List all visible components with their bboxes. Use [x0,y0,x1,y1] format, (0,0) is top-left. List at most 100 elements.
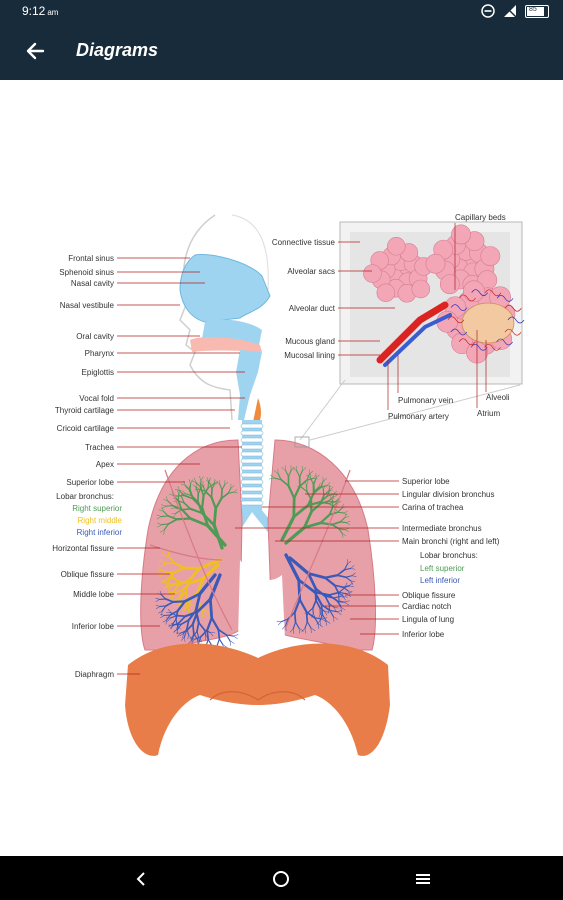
bronchus-branch [172,596,174,601]
bronchus-branch [200,511,216,527]
trachea-ring [240,493,264,499]
bronchus-branch [207,638,213,646]
status-clock-suffix: am [47,8,59,17]
capillary-line [496,295,514,302]
bronchus-branch [178,615,187,624]
right-lung-shape [140,439,243,651]
app-bar: Diagrams [0,24,563,80]
bronchus-branch [347,590,351,595]
bronchus-branch [192,635,194,641]
bronchus-branch [176,602,180,607]
nav-back-button[interactable] [128,866,154,892]
pharynx-shape [236,350,262,420]
bronchus-branch [206,616,213,632]
trachea-ring [240,486,264,492]
bronchus-branch [347,590,353,592]
alveolus-bubble [425,253,446,274]
capillary-line [504,328,522,336]
bronchus-branch [197,636,199,642]
bronchus-branch [162,619,167,623]
diagram-label: Superior lobe [402,477,450,486]
bronchus-branch [160,515,169,518]
bronchus-branch [292,467,297,472]
bronchus-branch [327,489,333,492]
bronchus-branch [344,516,349,519]
bronchus-branch [158,509,164,512]
bronchus-branch [167,578,170,585]
head-back-outline [231,214,269,291]
bronchus-branch [175,509,183,514]
bronchus-branch [176,625,178,631]
bronchus-branch [333,584,340,594]
trachea-ring [240,479,264,485]
bronchus-branch [327,496,334,502]
bronchus-branch [177,625,181,630]
bronchus-branch [284,525,307,545]
bronchus-branch [287,611,296,620]
bronchus-branch [324,595,335,599]
alveoli-inset-drawing [363,224,525,367]
bronchus-branch [312,477,317,485]
bronchus-branch [324,611,328,616]
bronchus-branch [155,606,161,609]
diagram-label: Trachea [85,443,115,452]
bronchus-branch [292,628,295,634]
bronchus-branch [326,493,334,497]
bronchus-branch [161,605,167,612]
bronchus-branch [161,523,169,526]
bronchus-branch [343,596,348,598]
bronchus-branch [225,634,234,637]
bronchus-branch [167,500,174,507]
bronchus-branch [329,609,332,614]
bronchus-branch [201,608,204,615]
nav-home-button[interactable] [268,866,294,892]
bronchus-branch [323,574,339,579]
trachea-ring [240,437,264,443]
bronchus-branch [156,522,162,525]
bronchus-branch [348,582,353,586]
diagram-label: Middle lobe [73,590,114,599]
bronchus-branch [310,627,316,632]
bronchus-branch [273,470,279,474]
bronchus-branch [344,585,351,588]
bronchus-branch [339,521,347,524]
diagram-label: Mucosal lining [284,351,335,360]
back-button[interactable] [20,36,50,66]
diagram-label: Main bronchi (right and left) [402,537,500,546]
bronchus-branch [316,620,321,625]
bronchus-branch [325,620,331,624]
bronchus-branch [328,505,334,516]
bronchus-branch [338,601,341,606]
bronchus-branch [319,607,326,613]
bronchus-branch [293,598,301,614]
bronchus-branch [323,576,336,587]
bronchus-branch [196,577,205,594]
arrow-left-icon [26,42,45,60]
bronchus-branch [216,638,220,646]
bronchus-branch [298,598,308,614]
bronchus-branch [169,595,173,598]
bronchus-branch [163,523,169,531]
bronchus-branch [298,628,304,632]
bronchus-branch [224,481,229,485]
diagram-label: Alveoli [486,393,510,402]
bronchus-branch [194,489,200,491]
bronchus-branch [169,615,178,619]
bronchus-branch [189,483,192,491]
alveolus-bubble [363,264,382,283]
bronchus-branch [170,507,176,509]
bronchus-branch [194,592,202,612]
bronchus-branch [305,611,309,623]
nav-menu-button[interactable] [410,866,436,892]
bronchus-branch [281,467,286,471]
bronchus-branch [346,591,352,594]
bronchus-branch [306,480,309,486]
bronchus-branch [156,516,162,520]
head-outline [179,214,233,421]
bronchus-branch [194,636,202,640]
capillary-line [459,294,476,302]
bronchus-branch [165,584,172,588]
bronchus-branch [319,620,321,627]
bronchus-branch [339,593,344,597]
